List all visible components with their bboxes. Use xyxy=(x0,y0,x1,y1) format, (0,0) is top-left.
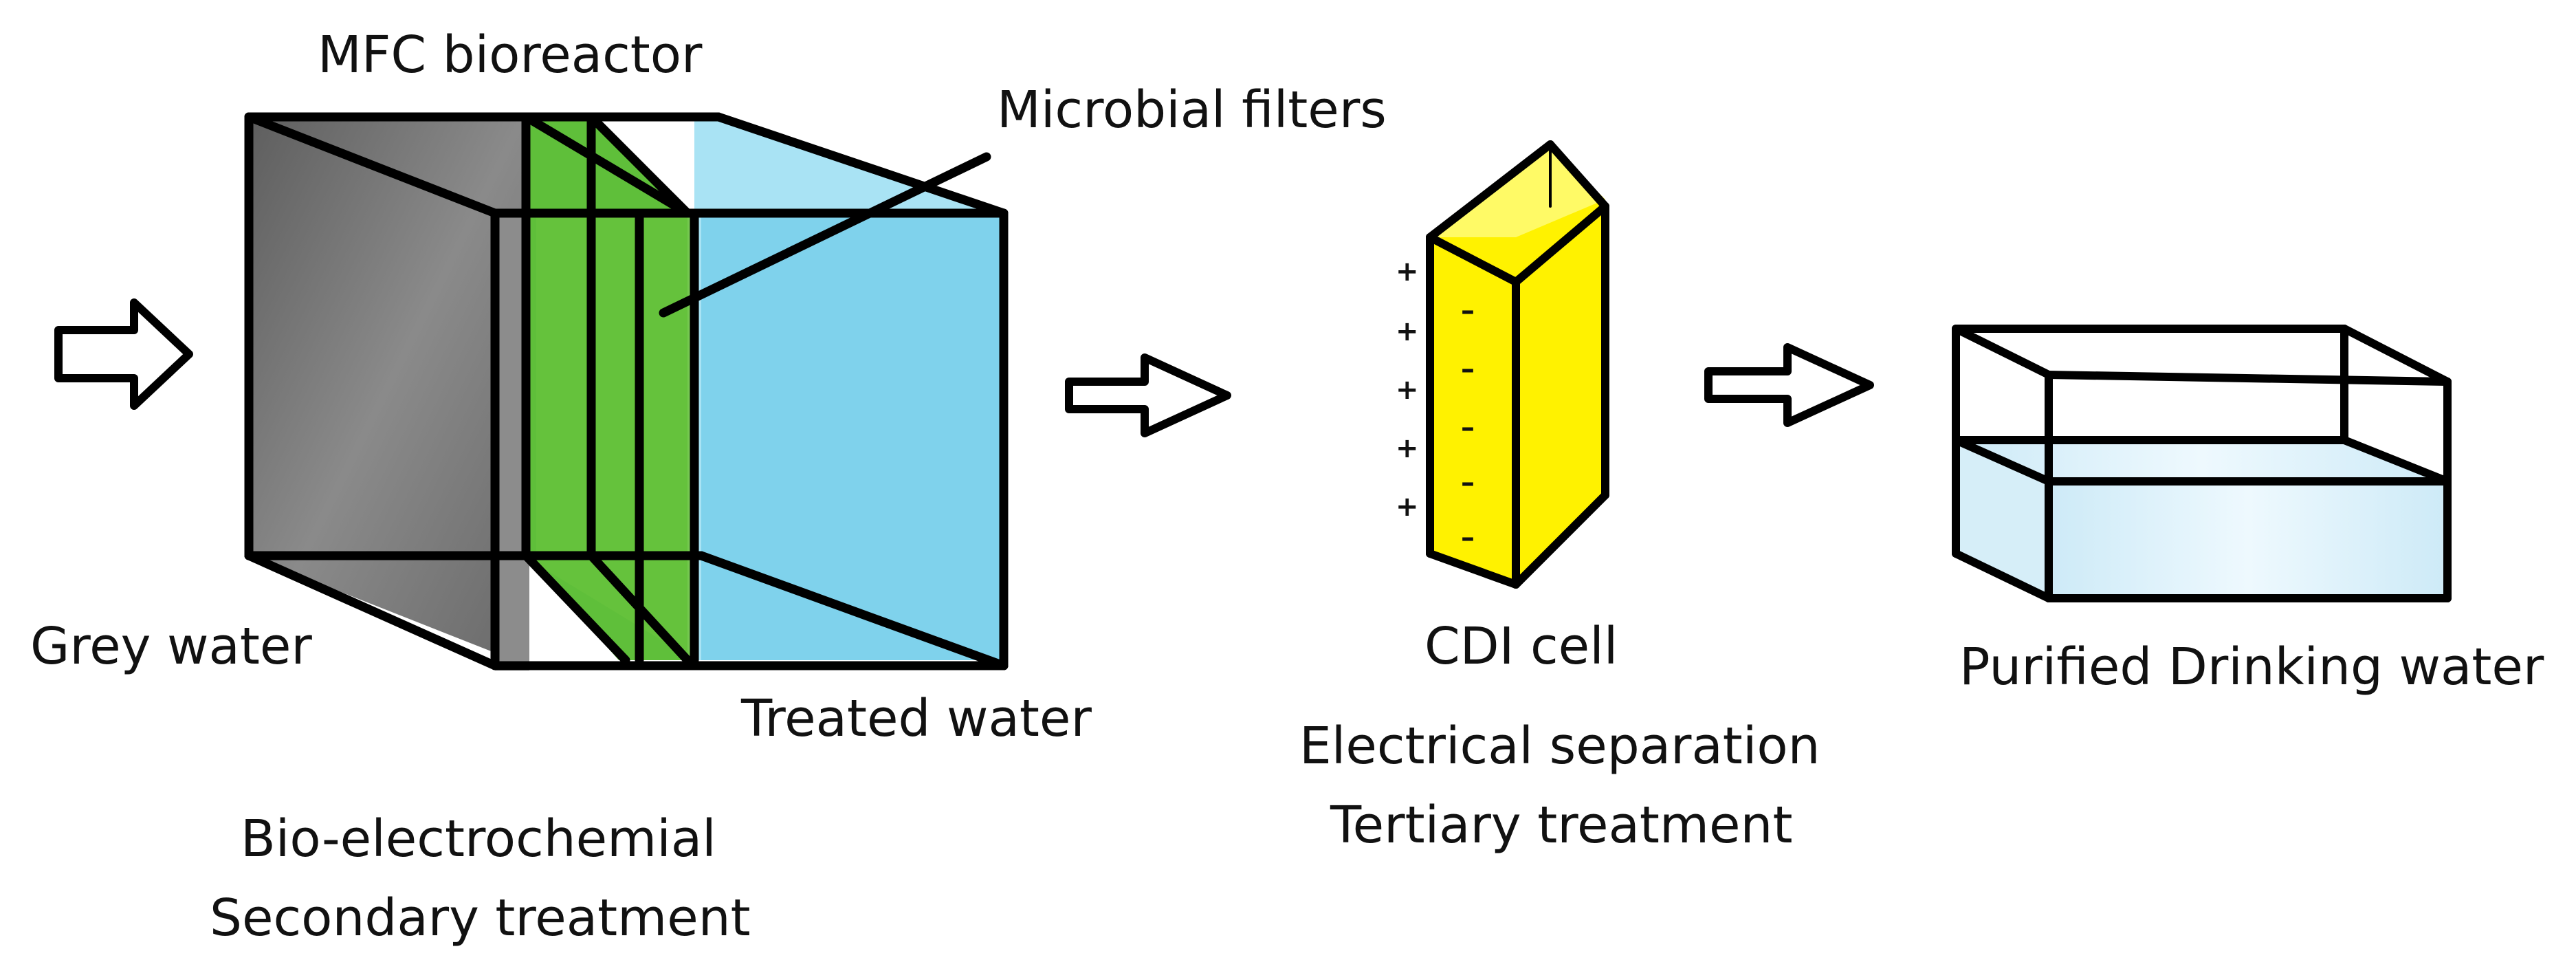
treated-water-front-face xyxy=(701,213,1004,660)
purified-water-front xyxy=(2049,481,2447,598)
microbial-filter-plate xyxy=(536,213,694,660)
cdi-negative-sign: – xyxy=(1461,353,1475,385)
cdi-positive-sign: + xyxy=(1396,256,1419,287)
cdi-negative-sign: – xyxy=(1461,467,1475,499)
cdi-cell-side-face xyxy=(1516,144,1605,581)
mfc-to-cdi-arrow-icon xyxy=(1065,353,1231,437)
cdi-positive-sign: + xyxy=(1396,433,1419,464)
purified-water-tank xyxy=(1952,325,2452,602)
cdi-positive-sign: + xyxy=(1396,316,1419,347)
cdi-cell: + + + + + – – – – – xyxy=(1396,140,1609,589)
mfc-bioreactor-label: MFC bioreactor xyxy=(318,25,703,85)
cdi-cell-front-face xyxy=(1430,237,1516,581)
cdi-negative-sign: – xyxy=(1461,522,1475,554)
mfc-bioreactor xyxy=(244,112,1009,670)
cdi-positive-sign: + xyxy=(1396,374,1419,406)
purified-water-left xyxy=(1956,437,2049,598)
electrical-separation-label: Electrical separation xyxy=(1299,717,1820,776)
cdi-to-purified-arrow-icon xyxy=(1704,343,1874,427)
bio-electrochemial-label: Bio-electrochemial xyxy=(241,809,716,869)
cdi-negative-sign: – xyxy=(1461,412,1475,444)
secondary-treatment-label: Secondary treatment xyxy=(210,888,751,948)
cdi-cell-top-face xyxy=(1430,144,1605,237)
purified-drinking-water-label: Purified Drinking water xyxy=(1959,637,2544,697)
purified-water-top xyxy=(1956,437,2447,481)
treated-water-label: Treated water xyxy=(740,689,1092,748)
cdi-negative-sign: – xyxy=(1461,295,1475,327)
cdi-cell-label: CDI cell xyxy=(1424,617,1618,676)
tertiary-treatment-label: Tertiary treatment xyxy=(1330,796,1792,855)
cdi-positive-sign: + xyxy=(1396,491,1419,523)
grey-chamber-face xyxy=(249,117,522,664)
grey-water-label: Grey water xyxy=(30,617,312,676)
microbial-filters-label: Microbial filters xyxy=(997,80,1387,140)
input-arrow-icon xyxy=(54,298,193,410)
